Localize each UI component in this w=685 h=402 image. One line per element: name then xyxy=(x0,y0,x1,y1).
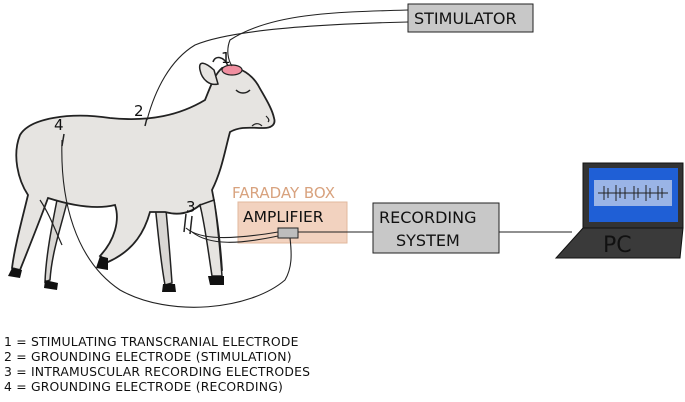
faraday-box-label: FARADAY BOX xyxy=(232,184,335,202)
recording-system-label-line1: RECORDING xyxy=(379,208,477,227)
amplifier-label: AMPLIFIER xyxy=(243,208,324,226)
pc-laptop xyxy=(554,162,684,259)
legend: 1 = STIMULATING TRANSCRANIAL ELECTRODE 2… xyxy=(4,334,310,394)
electrode-pins xyxy=(61,117,193,235)
legend-item-2: 2 = GROUNDING ELECTRODE (STIMULATION) xyxy=(4,349,292,364)
marker-1: 1 xyxy=(221,49,231,67)
marker-4: 4 xyxy=(54,116,64,134)
marker-2: 2 xyxy=(134,102,144,120)
recording-system-label-line2: SYSTEM xyxy=(396,231,460,250)
marker-3: 3 xyxy=(186,198,196,216)
stimulator-box xyxy=(407,3,534,33)
legend-item-3: 3 = INTRAMUSCULAR RECORDING ELECTRODES xyxy=(4,364,311,379)
pc-label: PC xyxy=(603,233,632,258)
sheep xyxy=(8,56,276,292)
recording-system-box xyxy=(372,202,500,254)
stimulator-label: STIMULATOR xyxy=(414,9,517,28)
amplifier-connector xyxy=(277,227,299,239)
legend-item-1: 1 = STIMULATING TRANSCRANIAL ELECTRODE xyxy=(4,334,299,349)
wires xyxy=(61,9,572,308)
pc-signal-trace xyxy=(598,185,668,201)
pc-keyboard xyxy=(554,227,684,259)
legend-item-4: 4 = GROUNDING ELECTRODE (RECORDING) xyxy=(4,379,284,394)
